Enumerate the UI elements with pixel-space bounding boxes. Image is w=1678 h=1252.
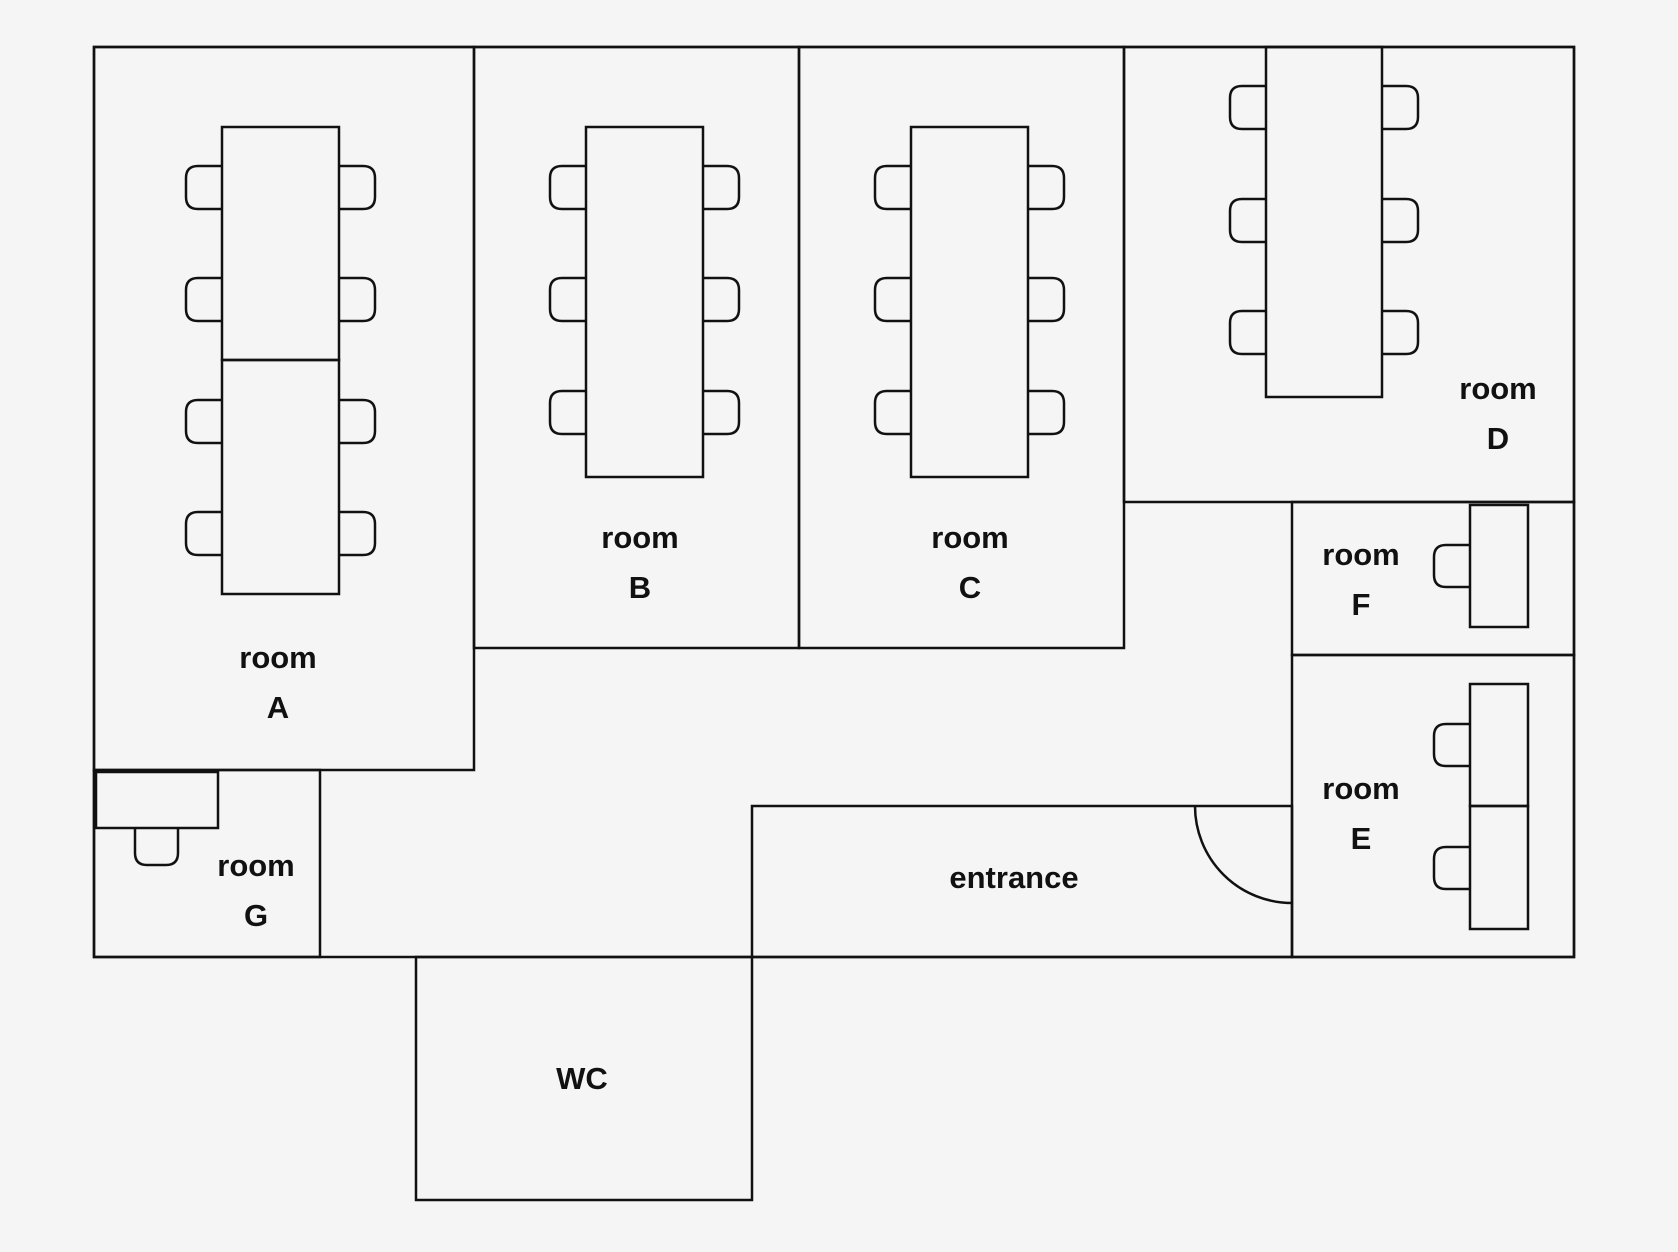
chair [184, 510, 222, 557]
table [1264, 45, 1384, 399]
table [584, 125, 705, 479]
entrance-walls [750, 804, 1294, 959]
chair [1382, 197, 1420, 244]
chair [873, 164, 911, 211]
chair [1028, 164, 1066, 211]
room-g-label-word: room [217, 848, 295, 883]
room-a-label-word: room [239, 640, 317, 675]
room-b-furniture [548, 125, 741, 479]
chair [1432, 543, 1470, 589]
chair [873, 276, 911, 323]
chair [703, 164, 741, 211]
room-c-label-letter: C [959, 570, 981, 605]
room-c-furniture [873, 125, 1066, 479]
entrance-door-swing [1193, 805, 1293, 905]
room-a-furniture [184, 125, 377, 596]
chair [1228, 309, 1266, 356]
room-c-label-word: room [931, 520, 1009, 555]
chair [339, 398, 377, 445]
chair [1432, 845, 1470, 891]
desk [94, 770, 220, 830]
chair [184, 398, 222, 445]
chair [339, 510, 377, 557]
desk [1468, 503, 1530, 629]
room-a-label-letter: A [267, 690, 289, 725]
chair [548, 276, 586, 323]
chair [184, 164, 222, 211]
chair [339, 164, 377, 211]
room-f-label-word: room [1322, 537, 1400, 572]
chair [1228, 84, 1266, 131]
chair [548, 389, 586, 436]
table [909, 125, 1030, 479]
room-b-label-letter: B [629, 570, 651, 605]
room-b-label-word: room [601, 520, 679, 555]
room-g-furniture [94, 770, 220, 867]
table [220, 358, 341, 596]
chair [1382, 84, 1420, 131]
walls [92, 45, 1576, 1202]
entrance-label: entrance [949, 860, 1078, 895]
chair [1028, 389, 1066, 436]
room-g-label-letter: G [244, 898, 268, 933]
chair [1028, 276, 1066, 323]
chair [1382, 309, 1420, 356]
room-e-label-word: room [1322, 771, 1400, 806]
chair [1432, 722, 1470, 768]
chair [548, 164, 586, 211]
chair [184, 276, 222, 323]
chair [1228, 197, 1266, 244]
room-f-label-letter: F [1352, 587, 1371, 622]
wc-walls [414, 955, 754, 1202]
room-g-walls [92, 768, 322, 959]
room-d-label-letter: D [1487, 421, 1509, 456]
room-f-furniture [1432, 503, 1530, 629]
chair [339, 276, 377, 323]
wc-label: WC [556, 1061, 608, 1096]
room-d-furniture [1228, 45, 1420, 399]
desk [1468, 804, 1530, 931]
room-e-label-letter: E [1351, 821, 1372, 856]
room-d-label-word: room [1459, 371, 1537, 406]
room-e-furniture [1432, 682, 1530, 931]
chair [703, 276, 741, 323]
chair [133, 828, 180, 867]
labels: room A room B room C room D room F room … [217, 371, 1537, 1096]
chair [703, 389, 741, 436]
chair [873, 389, 911, 436]
